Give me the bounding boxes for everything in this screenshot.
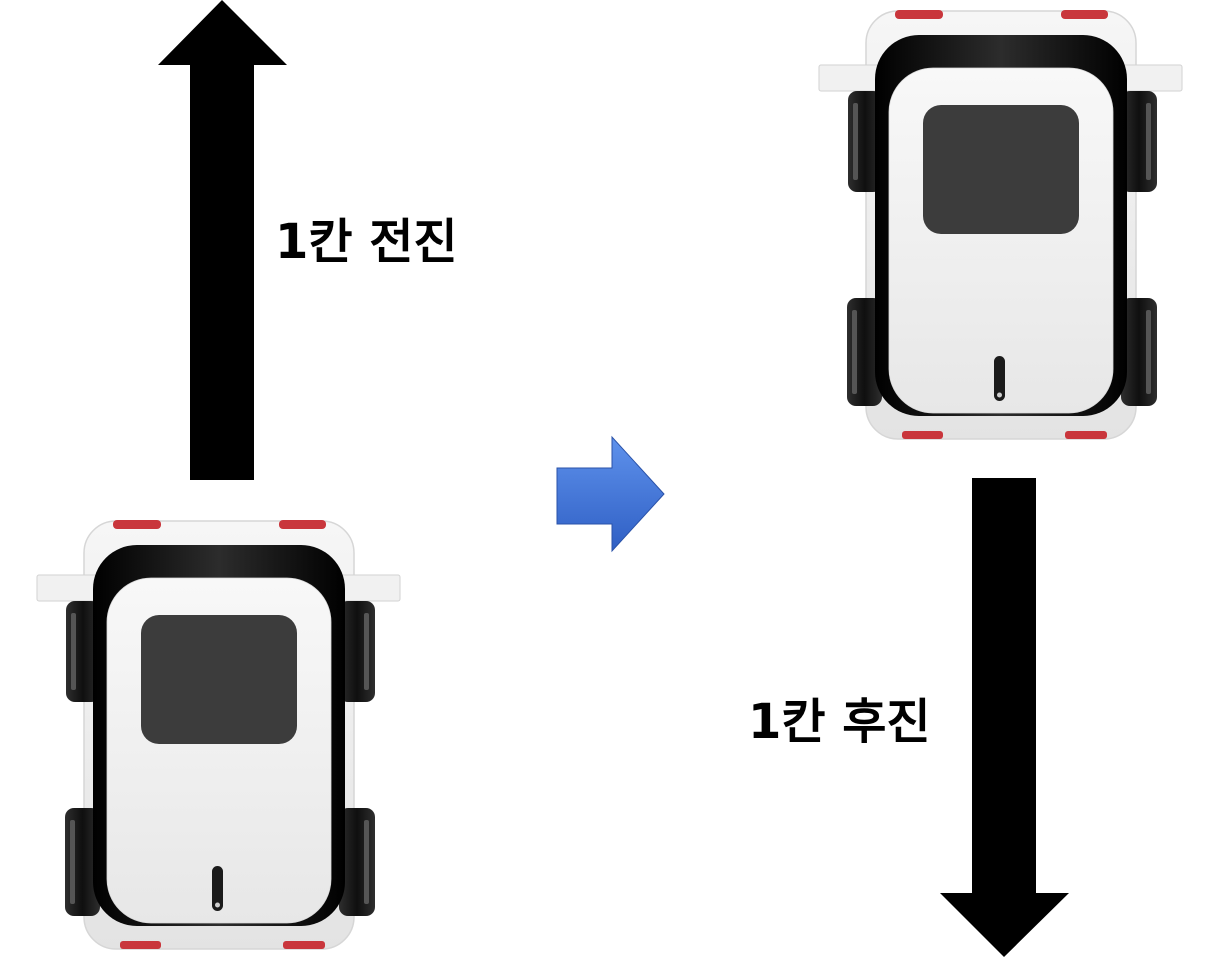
backward-label: 1칸 후진 [748,694,931,750]
front-light-right [279,520,326,529]
forward-label: 1칸 전진 [275,214,458,270]
front-light-left [895,10,943,19]
robot-car-moved [818,10,1183,440]
robot-screen [141,615,297,744]
wheel-rib [852,310,857,394]
transition-arrow [556,435,665,553]
wheel-rib [364,820,369,904]
wheel-rib [1146,103,1151,180]
rear-light-right [283,941,325,949]
button-slot-highlight [997,392,1002,398]
rear-light-left [902,431,943,439]
button-slot [212,866,223,911]
wheel-rib [70,820,75,904]
rear-light-left [120,941,161,949]
button-slot [994,356,1005,401]
wheel-rib [853,103,858,180]
button-slot-highlight [215,902,220,908]
rear-light-right [1065,431,1107,439]
front-light-left [113,520,161,529]
robot-car-start [36,520,401,950]
front-light-right [1061,10,1108,19]
wheel-rib [364,613,369,690]
wheel-rib [1146,310,1151,394]
forward-arrow [158,0,287,480]
robot-screen [923,105,1079,234]
wheel-rib [71,613,76,690]
backward-arrow [940,478,1069,957]
